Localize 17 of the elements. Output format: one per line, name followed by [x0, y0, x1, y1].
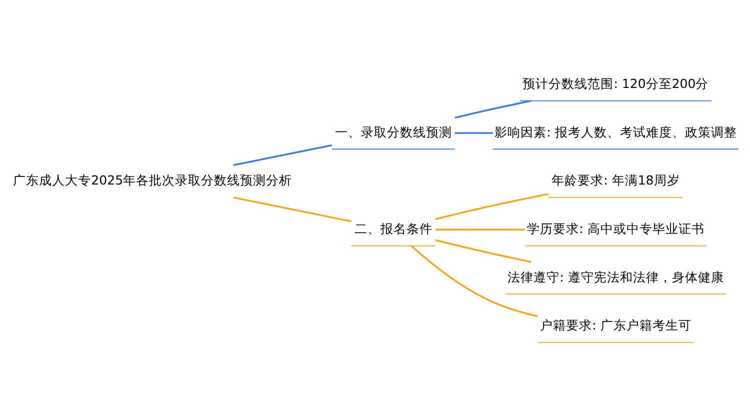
- node-text: 预计分数线范围: 120分至200分: [522, 76, 709, 90]
- node-text: 影响因素: 报考人数、考试难度、政策调整: [494, 124, 737, 139]
- node-text: 户籍要求: 广东户籍考生可: [540, 317, 692, 332]
- node-text: 一、录取分数线预测: [334, 124, 452, 139]
- node-text: 学历要求: 高中或中专毕业证书: [527, 220, 704, 236]
- node-text: 广东成人大专2025年各批次录取分数线预测分析: [13, 172, 292, 188]
- node-text: 法律遵守: 遵守宪法和法律，身体健康: [508, 268, 724, 284]
- connector: [233, 196, 352, 222]
- node-text: 二、报名条件: [354, 220, 432, 236]
- connector: [233, 144, 332, 166]
- connector: [454, 99, 532, 118]
- connector: [435, 192, 549, 220]
- node-text: 年龄要求: 年满18周岁: [552, 172, 680, 188]
- connector: [435, 238, 532, 262]
- connector: [410, 244, 538, 317]
- connector: [435, 228, 525, 230]
- connector: [454, 132, 493, 134]
